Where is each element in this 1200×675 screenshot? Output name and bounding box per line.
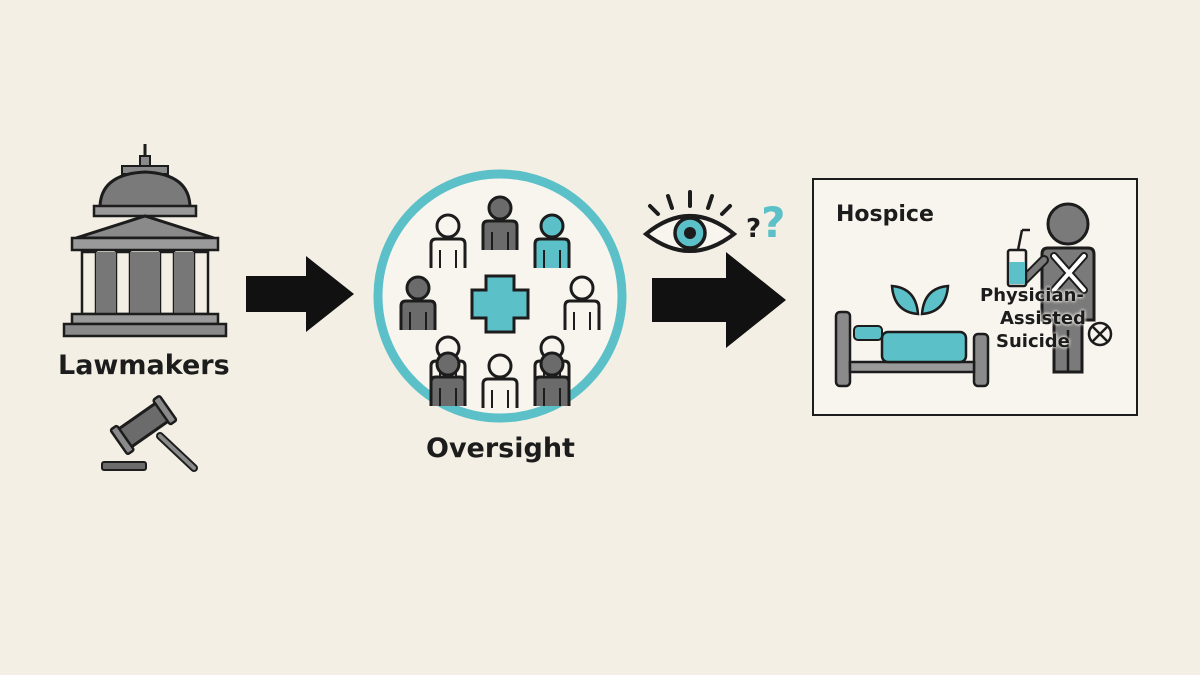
practice-line-2: Assisted [1000,308,1086,329]
lawmakers-label: Lawmakers [58,350,230,381]
hospital-bed-icon [834,310,990,388]
capitol-building-icon [62,144,228,338]
arrow-right-icon [246,256,354,332]
practice-line-1: Physician- [980,285,1084,306]
eye-icon [642,190,738,253]
arrow-right-icon [652,252,786,348]
hospice-box: Hospice [812,178,1138,416]
prohibited-icon [1087,321,1113,347]
medical-cross-icon [470,274,530,334]
oversight-label: Oversight [426,433,575,464]
question-icon: ?? [746,198,786,247]
x-mark-icon [1050,252,1088,294]
hospice-title: Hospice [836,202,934,227]
leaf-icon [890,284,950,316]
practice-line-3: Suicide [996,331,1070,352]
practice-label: Physician- Assisted Suicide [974,284,1086,353]
person-with-cup-icon [1006,202,1113,374]
people-circle-icon [373,169,627,423]
gavel-icon [101,395,198,472]
